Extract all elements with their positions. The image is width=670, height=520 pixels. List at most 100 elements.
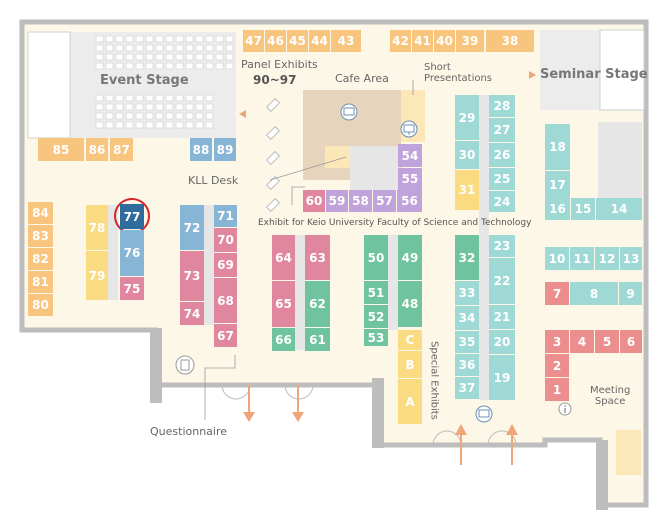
booth-40[interactable]: 40 bbox=[434, 30, 455, 52]
booth-3[interactable]: 3 bbox=[545, 330, 569, 353]
booth-80[interactable]: 80 bbox=[28, 294, 53, 316]
booth-79[interactable]: 79 bbox=[86, 251, 108, 300]
booth-85[interactable]: 85 bbox=[38, 138, 84, 161]
booth-26[interactable]: 26 bbox=[489, 143, 515, 167]
booth-14[interactable]: 14 bbox=[596, 198, 642, 220]
kll-desk-area bbox=[325, 146, 350, 168]
booth-62[interactable]: 62 bbox=[305, 281, 330, 327]
booth-9[interactable]: 9 bbox=[619, 282, 642, 305]
booth-81[interactable]: 81 bbox=[28, 271, 53, 293]
booth-82[interactable]: 82 bbox=[28, 248, 53, 270]
presentation-icon bbox=[400, 120, 418, 138]
booth-33[interactable]: 33 bbox=[455, 281, 479, 305]
booth-A[interactable]: A bbox=[398, 379, 422, 424]
special-exhibits-label: Special Exhibits bbox=[428, 341, 440, 420]
event-stage-platform bbox=[27, 31, 71, 139]
booth-60[interactable]: 60 bbox=[303, 190, 325, 212]
booth-44[interactable]: 44 bbox=[309, 30, 330, 52]
booth-18[interactable]: 18 bbox=[545, 124, 570, 170]
booth-72[interactable]: 72 bbox=[180, 205, 204, 250]
booth-48[interactable]: 48 bbox=[398, 281, 422, 327]
booth-24[interactable]: 24 bbox=[489, 191, 515, 212]
booth-8[interactable]: 8 bbox=[570, 282, 618, 305]
booth-84[interactable]: 84 bbox=[28, 202, 53, 224]
booth-74[interactable]: 74 bbox=[180, 302, 204, 325]
booth-55[interactable]: 55 bbox=[398, 168, 422, 190]
booth-19[interactable]: 19 bbox=[489, 355, 515, 400]
booth-17[interactable]: 17 bbox=[545, 171, 570, 198]
booth-C[interactable]: C bbox=[398, 330, 422, 350]
booth-83[interactable]: 83 bbox=[28, 225, 53, 247]
booth-89[interactable]: 89 bbox=[214, 138, 236, 161]
booth-6[interactable]: 6 bbox=[620, 330, 642, 353]
booth-69[interactable]: 69 bbox=[214, 253, 237, 277]
booth-47[interactable]: 47 bbox=[243, 30, 264, 52]
booth-75[interactable]: 75 bbox=[120, 277, 144, 300]
booth-88[interactable]: 88 bbox=[190, 138, 212, 161]
booth-52[interactable]: 52 bbox=[364, 305, 388, 328]
booth-76[interactable]: 76 bbox=[120, 230, 144, 276]
booth-49[interactable]: 49 bbox=[398, 235, 422, 280]
booth-16[interactable]: 16 bbox=[545, 198, 570, 220]
booth-65[interactable]: 65 bbox=[272, 281, 295, 327]
booth-20[interactable]: 20 bbox=[489, 330, 515, 354]
booth-1[interactable]: 1 bbox=[545, 378, 569, 401]
booth-50[interactable]: 50 bbox=[364, 235, 388, 280]
booth-15[interactable]: 15 bbox=[571, 198, 595, 220]
booth-78[interactable]: 78 bbox=[86, 205, 108, 250]
booth-34[interactable]: 34 bbox=[455, 306, 479, 330]
booth-45[interactable]: 45 bbox=[287, 30, 308, 52]
booth-35[interactable]: 35 bbox=[455, 331, 479, 353]
divider bbox=[108, 205, 118, 300]
booth-31[interactable]: 31 bbox=[455, 170, 479, 210]
booth-21[interactable]: 21 bbox=[489, 305, 515, 329]
booth-53[interactable]: 53 bbox=[364, 329, 388, 346]
panel-range-label: 90~97 bbox=[253, 73, 297, 87]
booth-59[interactable]: 59 bbox=[326, 190, 348, 212]
booth-22[interactable]: 22 bbox=[489, 258, 515, 304]
booth-71[interactable]: 71 bbox=[214, 205, 237, 227]
booth-27[interactable]: 27 bbox=[489, 118, 515, 142]
booth-4[interactable]: 4 bbox=[570, 330, 594, 353]
booth-73[interactable]: 73 bbox=[180, 251, 204, 301]
booth-10[interactable]: 10 bbox=[545, 247, 569, 270]
booth-38[interactable]: 38 bbox=[486, 30, 534, 52]
booth-30[interactable]: 30 bbox=[455, 141, 479, 169]
booth-28[interactable]: 28 bbox=[489, 95, 515, 117]
booth-41[interactable]: 41 bbox=[412, 30, 433, 52]
booth-46[interactable]: 46 bbox=[265, 30, 286, 52]
booth-12[interactable]: 12 bbox=[595, 247, 619, 270]
booth-86[interactable]: 86 bbox=[86, 138, 108, 161]
booth-54[interactable]: 54 bbox=[398, 144, 422, 167]
booth-70[interactable]: 70 bbox=[214, 228, 237, 252]
booth-77[interactable]: 77 bbox=[120, 204, 144, 229]
booth-57[interactable]: 57 bbox=[373, 190, 396, 212]
booth-25[interactable]: 25 bbox=[489, 168, 515, 190]
booth-2[interactable]: 2 bbox=[545, 354, 569, 377]
booth-66[interactable]: 66 bbox=[272, 328, 295, 351]
booth-87[interactable]: 87 bbox=[110, 138, 133, 161]
booth-23[interactable]: 23 bbox=[489, 235, 515, 257]
booth-B[interactable]: B bbox=[398, 351, 422, 378]
booth-43[interactable]: 43 bbox=[331, 30, 361, 52]
booth-51[interactable]: 51 bbox=[364, 281, 388, 304]
booth-42[interactable]: 42 bbox=[390, 30, 411, 52]
booth-61[interactable]: 61 bbox=[305, 328, 330, 351]
booth-67[interactable]: 67 bbox=[214, 324, 237, 347]
booth-11[interactable]: 11 bbox=[570, 247, 594, 270]
booth-56[interactable]: 56 bbox=[397, 190, 422, 212]
booth-64[interactable]: 64 bbox=[272, 235, 295, 280]
seminar-stage-platform bbox=[599, 29, 645, 111]
booth-29[interactable]: 29 bbox=[455, 95, 479, 140]
booth-58[interactable]: 58 bbox=[349, 190, 372, 212]
booth-63[interactable]: 63 bbox=[305, 235, 330, 280]
booth-37[interactable]: 37 bbox=[455, 377, 479, 399]
booth-39[interactable]: 39 bbox=[456, 30, 484, 52]
booth-68[interactable]: 68 bbox=[214, 278, 237, 323]
meeting-space-area bbox=[616, 430, 641, 475]
booth-13[interactable]: 13 bbox=[620, 247, 642, 270]
booth-32[interactable]: 32 bbox=[455, 235, 479, 280]
booth-36[interactable]: 36 bbox=[455, 354, 479, 376]
booth-5[interactable]: 5 bbox=[595, 330, 619, 353]
booth-7[interactable]: 7 bbox=[545, 282, 569, 305]
